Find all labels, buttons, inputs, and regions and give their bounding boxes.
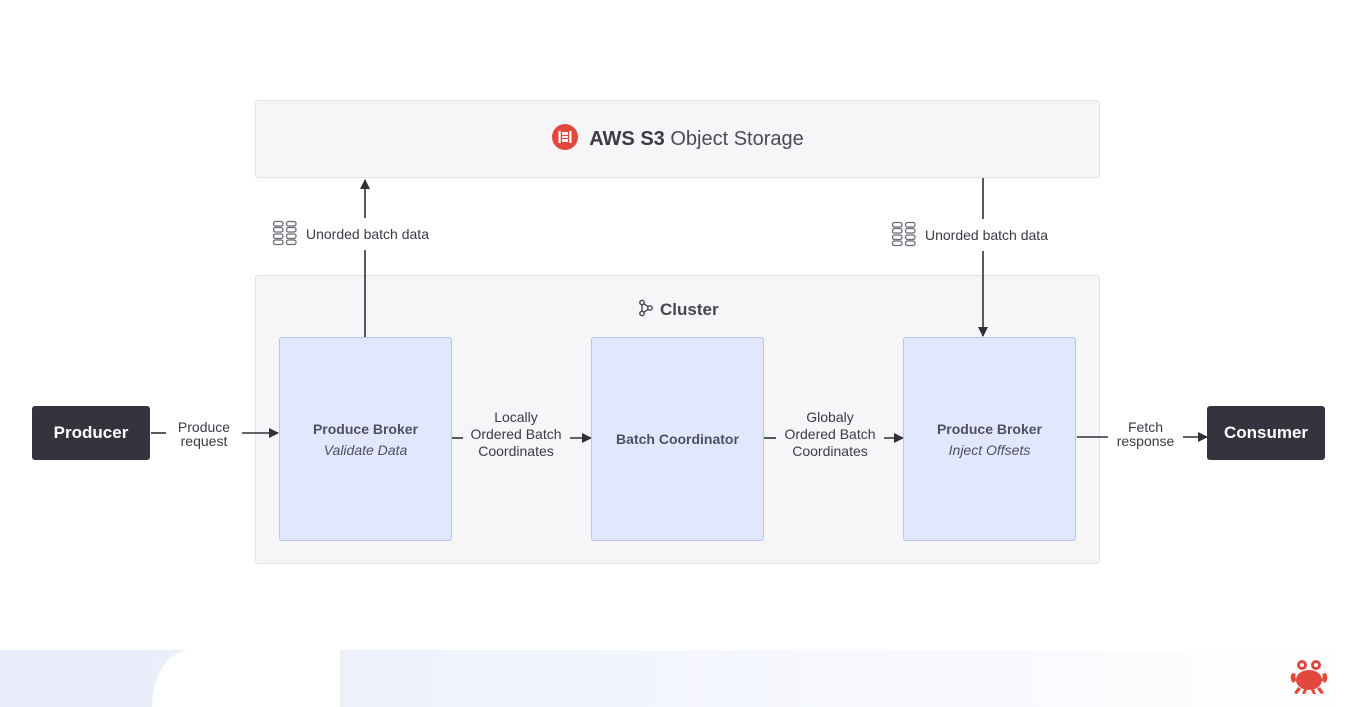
node-title: Produce Broker <box>936 420 1043 437</box>
s3-title: AWS S3 Object Storage <box>589 127 804 150</box>
database-icon <box>272 220 298 249</box>
note-unordered-right: Unorded batch data <box>891 221 1048 250</box>
cluster-header: Cluster <box>638 298 719 322</box>
consumer-node: Consumer <box>1207 406 1325 460</box>
note-label: Unorded batch data <box>925 227 1048 243</box>
cluster-icon <box>638 299 654 322</box>
node-subtitle: Validate Data <box>323 441 408 458</box>
footer-decoration <box>0 650 152 707</box>
batch-coordinator-node: Batch Coordinator <box>591 337 764 541</box>
label-produce-request: Produce request <box>177 419 231 449</box>
label-fetch-response: Fetch response <box>1116 419 1175 449</box>
footer-decoration-curve <box>152 650 340 707</box>
node-title: Produce Broker <box>312 420 419 437</box>
cluster-title: Cluster <box>660 300 719 319</box>
producer-node: Producer <box>32 406 150 460</box>
produce-broker-inject-node: Produce Broker Inject Offsets <box>903 337 1076 541</box>
note-unordered-left: Unorded batch data <box>272 220 429 249</box>
s3-bucket-icon <box>551 123 579 156</box>
produce-broker-validate-node: Produce Broker Validate Data <box>279 337 452 541</box>
node-subtitle: Inject Offsets <box>948 441 1031 458</box>
s3-storage-container: AWS S3 Object Storage <box>255 100 1100 178</box>
label-global-coordinates: Globaly Ordered Batch Coordinates <box>784 409 876 459</box>
database-icon <box>891 221 917 250</box>
crab-logo-icon <box>1289 659 1329 695</box>
note-label: Unorded batch data <box>306 226 429 242</box>
node-title: Batch Coordinator <box>616 431 739 447</box>
label-local-coordinates: Locally Ordered Batch Coordinates <box>470 409 562 459</box>
